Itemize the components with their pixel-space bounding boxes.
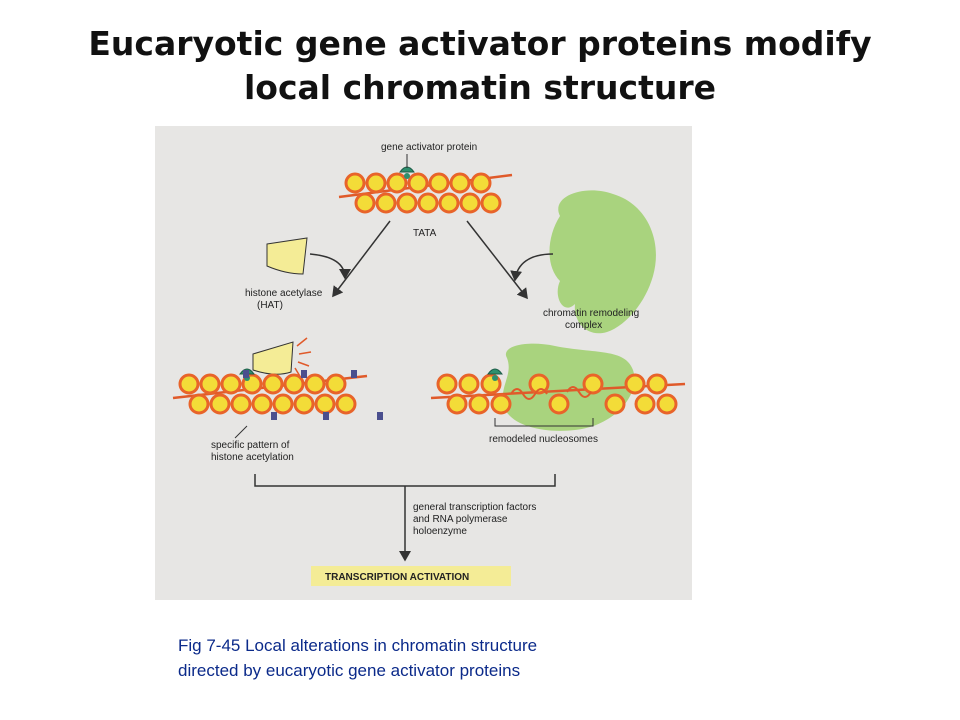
label-activation: TRANSCRIPTION ACTIVATION [325, 572, 469, 583]
acetyl-mark [323, 412, 329, 420]
nucleosome [293, 393, 315, 415]
nucleosome [490, 393, 512, 415]
arrow-to-hat-branch [332, 220, 391, 298]
remodel-recruit-arrow [510, 253, 554, 282]
remodeled-bracket [494, 418, 594, 427]
nucleosome [209, 393, 231, 415]
nucleosome [178, 373, 200, 395]
nucleosome [624, 373, 646, 395]
caption-line-1: Fig 7-45 Local alterations in chromatin … [178, 636, 538, 655]
nucleosome [314, 393, 336, 415]
arrow-to-remodel-branch [466, 220, 528, 300]
caption-line-2: directed by eucaryotic gene activator pr… [178, 661, 521, 680]
nucleosome [262, 373, 284, 395]
nucleosome [438, 192, 460, 214]
nucleosome [582, 373, 604, 395]
figure-caption: Fig 7-45 Local alterations in chromatin … [178, 633, 738, 683]
nucleosome [459, 192, 481, 214]
nucleosome [446, 393, 468, 415]
nucleosome [470, 172, 492, 194]
acetyl-mark [351, 370, 357, 378]
nucleosome [458, 373, 480, 395]
loosened-dna [510, 388, 548, 400]
nucleosome [480, 192, 502, 214]
activator-protein-base [492, 375, 498, 381]
nucleosome [646, 373, 668, 395]
nucleosome [417, 192, 439, 214]
acetyl-mark [243, 370, 249, 378]
title-line-2: local chromatin structure [243, 68, 716, 107]
nucleosome [548, 393, 570, 415]
nucleosome [528, 373, 550, 395]
nucleosome [283, 373, 305, 395]
nucleosome [656, 393, 678, 415]
title-line-1: Eucaryotic gene activator proteins modif… [88, 24, 872, 63]
nucleosome [199, 373, 221, 395]
label-remodel-2: complex [565, 320, 602, 331]
loosened-dna [566, 386, 592, 398]
chromatin-figure: gene activator protein TATA histone acet… [155, 126, 692, 600]
hat-recruit-arrow [309, 253, 351, 280]
label-hat-2: (HAT) [257, 300, 283, 311]
nucleosome [251, 393, 273, 415]
nucleosome [304, 373, 326, 395]
nucleosome [272, 393, 294, 415]
label-gtf-2: and RNA polymerase [413, 514, 508, 525]
label-gtf-3: holoenzyme [413, 526, 467, 537]
nucleosome [428, 172, 450, 194]
nucleosome [325, 373, 347, 395]
hat-bound-icon [252, 341, 294, 375]
label-remodeled: remodeled nucleosomes [489, 434, 598, 445]
nucleosome [365, 172, 387, 194]
nucleosome [396, 192, 418, 214]
acetyl-mark [377, 412, 383, 420]
slide-title: Eucaryotic gene activator proteins modif… [0, 22, 960, 110]
nucleosome [220, 373, 242, 395]
label-hat-1: histone acetylase [245, 288, 323, 299]
label-gtf-1: general transcription factors [413, 502, 536, 513]
nucleosome [468, 393, 490, 415]
nucleosome [335, 393, 357, 415]
nucleosome [634, 393, 656, 415]
nucleosome [344, 172, 366, 194]
label-remodel-1: chromatin remodeling [543, 308, 639, 319]
convergence-lines [254, 474, 556, 562]
nucleosome [354, 192, 376, 214]
acetyl-mark [301, 370, 307, 378]
remodeling-complex-bound-shape [502, 343, 635, 431]
nucleosome [386, 172, 408, 194]
label-tata: TATA [413, 228, 437, 239]
remodeling-complex-shape [549, 190, 656, 334]
nucleosome [188, 393, 210, 415]
hat-icon [266, 237, 308, 275]
acetyl-mark [271, 412, 277, 420]
activator-protein-base [404, 173, 410, 179]
label-acetylation-2: histone acetylation [211, 452, 294, 463]
nucleosome [604, 393, 626, 415]
nucleosome [436, 373, 458, 395]
label-gene-activator: gene activator protein [381, 142, 477, 153]
nucleosome [407, 172, 429, 194]
hat-activity-burst [294, 337, 312, 379]
nucleosome [375, 192, 397, 214]
chromatin-diagram: gene activator protein TATA histone acet… [172, 142, 686, 586]
label-acetylation-1: specific pattern of [211, 440, 290, 451]
activator-protein [487, 368, 503, 375]
nucleosome [230, 393, 252, 415]
activator-protein [399, 166, 415, 173]
nucleosome [449, 172, 471, 194]
activation-box [311, 566, 511, 586]
